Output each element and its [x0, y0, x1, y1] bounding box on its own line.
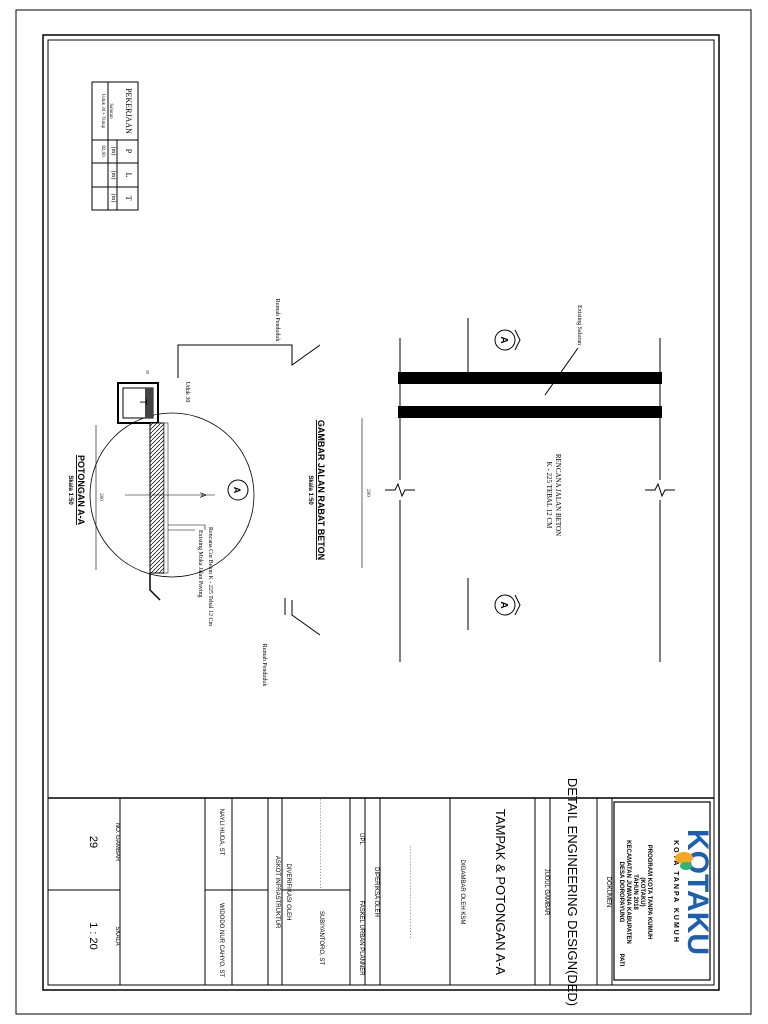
section-scale: Skala 1:50 — [67, 475, 73, 505]
rencana-line-1: RENCANA JALAN BETON — [554, 454, 562, 536]
dokumen-label: DOKUMEN — [605, 877, 611, 908]
name-widodo: WIDODO NUR CAHYO, ST — [218, 903, 224, 977]
svg-text:(KOTAKU): (KOTAKU) — [639, 877, 645, 906]
section-view: Rumah Penduduk Rumah Penduduk T Uduk 30 … — [67, 299, 321, 687]
outer-border — [15, 9, 752, 1015]
svg-text:A: A — [498, 336, 509, 343]
svg-text:A: A — [498, 601, 509, 608]
table-cell-uduk: Uduk 30 + Tutup — [100, 94, 105, 129]
plan-dim-200: 200 — [365, 489, 370, 497]
digambar-label: DIGAMBAR OLEH KSM — [459, 860, 465, 925]
existing-saluran-bar-2 — [398, 406, 662, 418]
section-title: POTONGAN A-A — [76, 455, 86, 526]
table-cell-length: 82,00 — [100, 145, 105, 157]
dim-30: 30 — [145, 370, 150, 374]
table-header-p: P — [124, 149, 133, 154]
logo-text: KOTAKU — [681, 829, 714, 955]
dots-1: ............................... — [408, 845, 414, 938]
logo-subtitle: KOTA TANPA KUMUH — [672, 840, 679, 944]
logo-box — [613, 801, 711, 981]
section-dim-200: 200 — [98, 493, 103, 501]
table-header-pekerjaan: PEKERJAAN — [124, 88, 133, 134]
concrete-slab — [149, 422, 165, 574]
faskel-name: SUBIYANTORO, ST — [318, 911, 324, 965]
channel-t-mark: T — [137, 399, 148, 405]
svg-text:A: A — [232, 487, 242, 494]
table-header-l: L — [124, 173, 133, 178]
skala-value: 1 : 20 — [87, 922, 99, 950]
svg-text:DESA DOROPAYUNG: DESA DOROPAYUNG — [618, 862, 624, 923]
table-header-t: T — [124, 196, 133, 201]
logo-swirl-icon — [675, 852, 693, 870]
table-unit-l: (m) — [110, 171, 117, 180]
section-marker-top-icon: A — [494, 329, 521, 351]
upl-label: UPL — [358, 833, 364, 845]
svg-text:TAHUN 2018: TAHUN 2018 — [632, 874, 638, 910]
kotaku-logo: KOTAKU KOTA TANPA KUMUH — [672, 829, 714, 955]
svg-text:KECAMATAN JUWANA KABUPATEN: KECAMATAN JUWANA KABUPATEN — [625, 840, 631, 944]
no-gambar-label: NO. GAMBAR — [114, 823, 120, 862]
name-nayli: NAYLI HUDA, ST — [218, 809, 224, 856]
diverifikasi-label: DIVERIFIKASI OLEH — [285, 863, 291, 920]
diperiksa-label: DIPERIKSA OLEH — [373, 867, 379, 917]
inner-border — [42, 34, 720, 991]
rencana-cor-label: Rencana Cor Beton K - 225 Tebal 12 Cm — [207, 527, 213, 626]
uduk-channel — [117, 382, 159, 424]
detail-marker-icon: A — [227, 479, 249, 501]
house-label-top: Rumah Penduduk — [274, 299, 280, 342]
judul-label: JUDUL GAMBAR — [543, 869, 549, 916]
skala-label: SKALA — [114, 926, 120, 945]
table-cell-saluran: Saluran — [108, 103, 113, 119]
plan-view: A A Existing Saluran RENCANA JALAN BETON… — [307, 305, 675, 662]
existing-muka-label: Existing Muka Jalan Paving — [197, 530, 203, 598]
askot-label: ASKOT INFRASTRUKTUR — [274, 856, 280, 929]
faskel-label: FASKEL URBAN PLANNER — [358, 900, 364, 976]
house-label-bottom: Rumah Penduduk — [261, 644, 267, 687]
svg-text:PROGRAM KOTA TANPA KUMUH: PROGRAM KOTA TANPA KUMUH — [646, 845, 652, 940]
uduk-label: Uduk 30 — [184, 382, 190, 403]
frame-border — [47, 39, 715, 986]
plan-scale: Skala 1:50 — [307, 475, 313, 505]
letter-a: A — [198, 492, 207, 498]
quantity-table: PEKERJAAN P L T (m) (m) (m) Saluran Uduk… — [91, 81, 139, 211]
svg-text:PATI: PATI — [618, 954, 624, 967]
table-unit-t: (m) — [110, 194, 117, 203]
plan-title: GAMBAR JALAN RABAT BETON — [316, 420, 326, 560]
program-lines: PROGRAM KOTA TANPA KUMUH (KOTAKU) TAHUN … — [618, 840, 652, 967]
detail-circle — [89, 412, 255, 578]
dots-2: ............................... — [318, 798, 324, 891]
table-unit-p: (m) — [110, 147, 117, 156]
rencana-line-2: K - 225 TEBAL 12 CM — [545, 462, 553, 529]
dokumen-value: DETAIL ENGINEERING DESIGN(DED) — [565, 778, 580, 1006]
section-marker-bottom-icon: A — [494, 594, 521, 616]
existing-saluran-label: Existing Saluran — [576, 305, 582, 345]
title-block — [48, 797, 714, 985]
existing-saluran-bar-1 — [398, 372, 662, 384]
no-gambar-value: 29 — [87, 836, 99, 848]
judul-value: TAMPAK & POTONGAN A-A — [493, 809, 508, 975]
